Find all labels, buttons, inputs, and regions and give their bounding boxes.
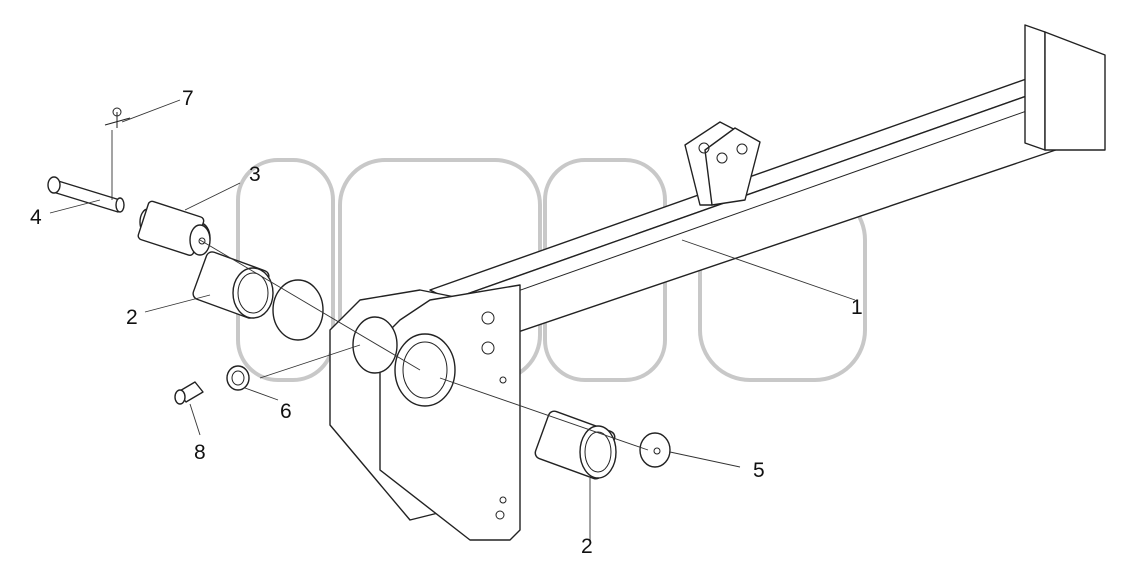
callout-1: 1	[851, 296, 863, 319]
bracket-plates	[272, 279, 521, 541]
part-6-washer	[226, 365, 250, 391]
callout-4: 4	[30, 206, 42, 229]
part-2-left-sleeve	[192, 251, 274, 319]
callout-5: 5	[753, 459, 765, 482]
leader-lines	[49, 99, 856, 540]
part-5-washer	[639, 432, 671, 468]
callout-3: 3	[249, 163, 261, 186]
callout-6: 6	[280, 400, 292, 423]
part-3-bushing	[137, 200, 211, 256]
callout-2-left: 2	[126, 306, 138, 329]
part-2-right-sleeve	[534, 410, 617, 480]
callout-2-bottom: 2	[581, 535, 593, 558]
callout-8: 8	[194, 441, 206, 464]
part-1-beam	[429, 24, 1106, 356]
callout-labels: 1 2 2 3 4 5 6 7 8	[30, 87, 863, 558]
part-4-pin	[47, 176, 125, 213]
part-8-grease-fitting	[174, 381, 204, 405]
part-7-cotter-pin	[104, 107, 131, 128]
callout-7: 7	[182, 87, 194, 110]
